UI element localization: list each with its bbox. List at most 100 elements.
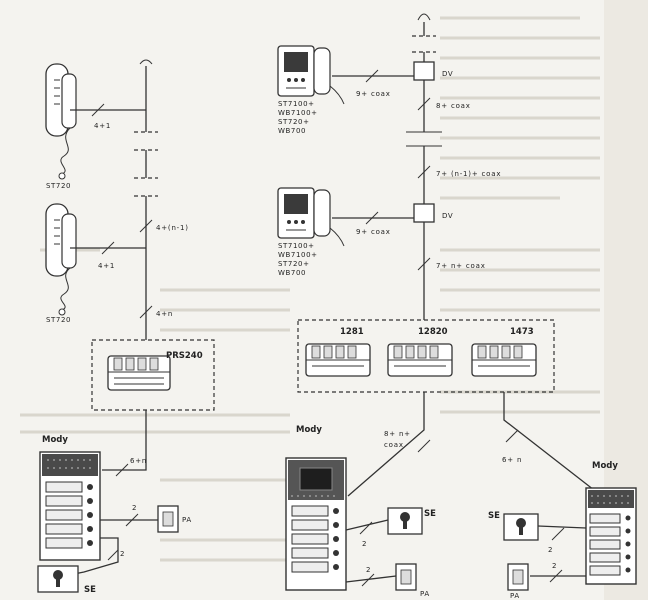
panel-right-pa-label: PA xyxy=(510,592,520,600)
pa-button-box xyxy=(157,505,179,533)
monitor-top-wire-tick xyxy=(365,69,379,83)
panel-right-brand: Mody xyxy=(592,461,618,471)
psu-label-1473: 1473 xyxy=(510,327,534,337)
power-supply-1473 xyxy=(471,343,537,377)
panel-feed-tick xyxy=(115,463,129,477)
pa-button-box-right xyxy=(507,563,529,591)
handset-top-label: ST720 xyxy=(46,182,71,190)
power-supply-12820 xyxy=(387,343,453,377)
panel-mid-pa-label: PA xyxy=(420,590,430,598)
left-system: 4+1 ST720 4+1 ST720 4+(n-1) 4+n xyxy=(37,59,215,595)
left-riser-top-break xyxy=(139,59,153,65)
door-panel-video xyxy=(285,457,347,591)
video-monitor-top xyxy=(277,45,345,105)
right-riser-top-break xyxy=(417,13,431,21)
dv-bottom-label: DV xyxy=(442,212,453,220)
se-label: SE xyxy=(84,585,96,595)
riser-top-wires: 8+ coax xyxy=(436,102,471,110)
panel-right-se-label: SE xyxy=(488,511,500,521)
monitor-bottom-wire-tick xyxy=(365,211,379,225)
pa-wire-tick xyxy=(125,513,139,527)
pa-button-box-mid xyxy=(395,563,417,591)
riser-top-tick xyxy=(417,97,431,111)
handset-top-wire-tick xyxy=(91,103,105,117)
handset-bottom-wires: 4+1 xyxy=(98,262,115,270)
panel-mid-feed-wire xyxy=(347,392,425,497)
monitor-top-wires: 9+ coax xyxy=(356,90,391,98)
monitor-bottom-label-3: ST720+ xyxy=(278,260,310,268)
electric-lock-se xyxy=(37,565,79,593)
panel-mid-feed-tick xyxy=(417,439,431,453)
dv-top-box xyxy=(413,61,435,81)
panel-right-wires: 6+ n xyxy=(502,456,522,464)
dv-top-label: DV xyxy=(442,70,453,78)
monitor-bottom-wires: 9+ coax xyxy=(356,228,391,236)
left-riser-break-2 xyxy=(134,177,158,197)
panel-mid-se-wire xyxy=(345,519,389,531)
panel-feed-wire xyxy=(102,410,147,471)
handset-bottom-wire-tick xyxy=(101,241,115,255)
se-wire-tick xyxy=(107,549,119,561)
right-riser-break-1 xyxy=(412,35,436,53)
panel-mid-pa-wire xyxy=(345,575,397,583)
feed-tick xyxy=(139,305,153,319)
right-system: DV 8+ coax 7+ (n-1)+ coax 9+ coax ST7100… xyxy=(277,13,637,600)
handset-top xyxy=(45,63,77,180)
panel-right-se-wires: 2 xyxy=(548,546,553,554)
monitor-top-label-1: ST7100+ xyxy=(278,100,315,108)
panel-right-feed-wire xyxy=(503,392,595,491)
pa-wires: 2 xyxy=(132,504,137,512)
monitor-bottom-label-2: WB7100+ xyxy=(278,251,318,259)
handset-bottom xyxy=(45,203,77,316)
dv-bottom-box xyxy=(413,203,435,223)
panel-mid-wires-1: 8+ n+ xyxy=(384,430,411,438)
panel-right-feed-tick xyxy=(505,429,519,443)
psu-label-1281: 1281 xyxy=(340,327,364,337)
power-supply-group xyxy=(297,319,555,393)
panel-mid-pa-wires: 2 xyxy=(366,566,371,574)
monitor-bottom-label-4: WB700 xyxy=(278,269,306,277)
monitor-top-label-3: ST720+ xyxy=(278,118,310,126)
power-supply-enclosure xyxy=(91,339,215,411)
background-text xyxy=(20,16,600,562)
pa-label: PA xyxy=(182,516,192,524)
se-wires: 2 xyxy=(120,550,125,558)
power-supply-label: PRS240 xyxy=(166,351,203,361)
monitor-top-label-4: WB700 xyxy=(278,127,306,135)
riser-wires: 4+(n-1) xyxy=(156,224,189,232)
door-panel xyxy=(39,451,101,561)
monitor-top-label-2: WB7100+ xyxy=(278,109,318,117)
monitor-bottom-label-1: ST7100+ xyxy=(278,242,315,250)
electric-lock-se-mid xyxy=(387,507,423,535)
panel-mid-se-wires: 2 xyxy=(362,540,367,548)
panel-right-se-tick xyxy=(551,527,565,541)
panel-mid-pa-tick xyxy=(361,573,375,587)
electric-lock-se-right xyxy=(503,513,539,541)
video-monitor-bottom xyxy=(277,187,345,247)
door-panel-right xyxy=(585,487,637,585)
psu-label-12820: 12820 xyxy=(418,327,448,337)
riser-bottom-wires: 7+ n+ coax xyxy=(436,262,486,270)
riser-mid-wires: 7+ (n-1)+ coax xyxy=(436,170,501,178)
left-riser-break-1 xyxy=(134,131,158,151)
panel-right-pa-wires: 2 xyxy=(552,562,557,570)
power-supply-1281 xyxy=(305,343,371,377)
power-supply-unit xyxy=(107,355,171,391)
handset-top-wires: 4+1 xyxy=(94,122,111,130)
panel-brand: Mody xyxy=(42,435,68,445)
se-wire xyxy=(73,537,119,575)
panel-mid-se-tick xyxy=(359,521,373,535)
panel-right-pa-tick xyxy=(549,569,563,583)
handset-bottom-label: ST720 xyxy=(46,316,71,324)
riser-tick xyxy=(139,219,153,233)
riser-mid-tick xyxy=(417,165,431,179)
panel-mid-se-label: SE xyxy=(424,509,436,519)
right-riser-break-2 xyxy=(406,131,442,147)
riser-bottom-tick xyxy=(417,257,431,271)
panel-mid-brand: Mody xyxy=(296,425,322,435)
panel-right-se-wire xyxy=(537,525,587,529)
feed-wires: 4+n xyxy=(156,310,173,318)
panel-wires: 6+n xyxy=(130,457,147,465)
